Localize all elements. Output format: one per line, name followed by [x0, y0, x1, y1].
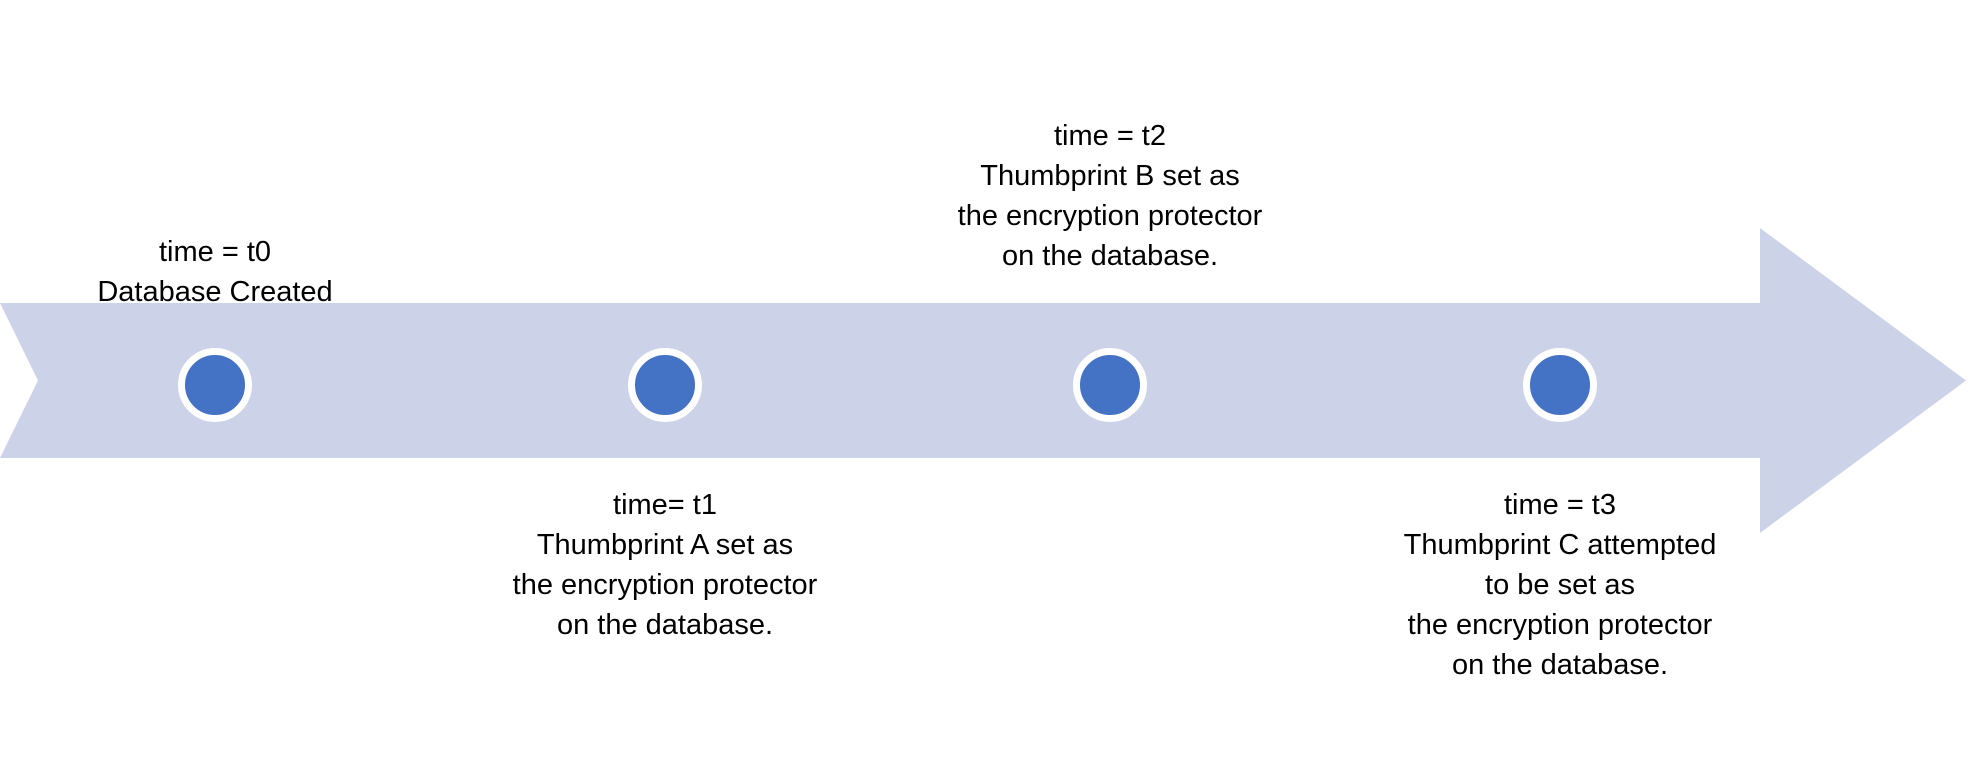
event-label-line: time = t0 [158, 236, 272, 268]
event-label-t0: time = t0 Database Created [97, 232, 332, 312]
event-label-line: time = t2 [1053, 120, 1167, 152]
event-label-line: Thumbprint C attempted [1403, 529, 1717, 561]
event-label-line: Thumbprint A set as [536, 529, 794, 561]
event-label-line: the encryption protector [512, 569, 818, 601]
event-label-line: on the database. [1451, 649, 1669, 681]
event-label-line: Database Created [97, 276, 333, 308]
event-label-t3: time = t3 Thumbprint C attempted to be s… [1404, 485, 1717, 685]
event-label-line: on the database. [1001, 240, 1219, 272]
timeline-marker-t0[interactable] [178, 348, 252, 422]
timeline-marker-t2[interactable] [1073, 348, 1147, 422]
event-label-t2: time = t2 Thumbprint B set as the encryp… [958, 116, 1263, 276]
event-label-line: Thumbprint B set as [980, 160, 1240, 192]
event-label-line: the encryption protector [957, 200, 1263, 232]
event-label-line: on the database. [556, 609, 774, 641]
timeline-marker-t1[interactable] [628, 348, 702, 422]
timeline-marker-t3[interactable] [1523, 348, 1597, 422]
event-label-line: time= t1 [613, 489, 717, 521]
event-label-line: the encryption protector [1407, 609, 1713, 641]
event-label-line: time = t3 [1503, 489, 1617, 521]
event-label-t1: time= t1 Thumbprint A set as the encrypt… [513, 485, 818, 645]
event-label-line: to be set as [1485, 569, 1635, 601]
